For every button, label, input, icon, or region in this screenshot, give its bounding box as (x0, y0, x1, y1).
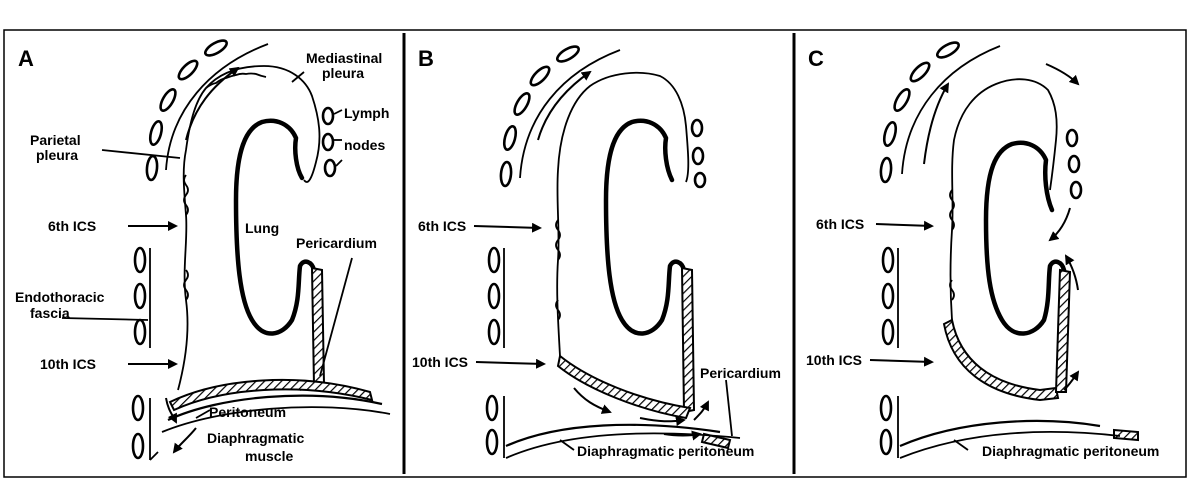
label-10th-ics: 10th ICS (40, 356, 96, 372)
label-endothoracic-fascia-2: fascia (30, 305, 70, 321)
label-diaphragmatic-peritoneum: Diaphragmatic peritoneum (982, 443, 1159, 459)
label-lymph-nodes-2: nodes (344, 137, 385, 153)
label-lymph-nodes: Lymph (344, 105, 389, 121)
label-peritoneum: Peritoneum (209, 404, 286, 420)
label-6th-ics: 6th ICS (48, 218, 96, 234)
panel-letter: C (808, 46, 824, 71)
ribs-lower (133, 248, 145, 458)
label-10th-ics: 10th ICS (412, 354, 468, 370)
panel-letter: A (18, 46, 34, 71)
label-6th-ics: 6th ICS (816, 216, 864, 232)
panel-b: B (412, 44, 781, 459)
label-mediastinal-pleura-2: pleura (322, 65, 364, 81)
label-pericardium: Pericardium (296, 235, 377, 251)
panel-letter: B (418, 46, 434, 71)
label-diaphragmatic-muscle-2: muscle (245, 448, 293, 464)
panel-c: C (806, 40, 1159, 459)
label-6th-ics: 6th ICS (418, 218, 466, 234)
ribs-lower (487, 248, 499, 454)
label-diaphragmatic-muscle: Diaphragmatic (207, 430, 304, 446)
label-mediastinal-pleura: Mediastinal (306, 50, 382, 66)
figure-border (4, 30, 1186, 477)
label-10th-ics: 10th ICS (806, 352, 862, 368)
panel-a: A (15, 38, 390, 464)
label-pericardium: Pericardium (700, 365, 781, 381)
label-parietal-pleura: Parietal (30, 132, 81, 148)
label-parietal-pleura-2: pleura (36, 147, 78, 163)
lymph-nodes (692, 120, 705, 187)
label-diaphragmatic-peritoneum: Diaphragmatic peritoneum (577, 443, 754, 459)
label-lung: Lung (245, 220, 279, 236)
ribs-lower (881, 248, 893, 454)
lymph-nodes (323, 108, 335, 176)
label-endothoracic-fascia: Endothoracic (15, 289, 105, 305)
ribs-upper (146, 38, 229, 181)
lymph-nodes (1067, 130, 1081, 198)
